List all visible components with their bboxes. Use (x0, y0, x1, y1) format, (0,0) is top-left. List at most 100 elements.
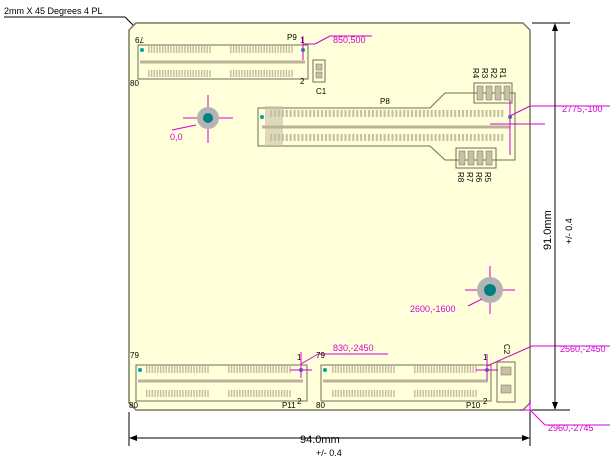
connector-pad (250, 390, 252, 397)
connector-pad (373, 366, 376, 373)
connector-pad (148, 366, 151, 373)
connector-pad (241, 366, 244, 373)
connector-pad (450, 390, 452, 397)
connector-p10: 79 80 1 2 P10 (316, 351, 492, 410)
connector-pad (348, 366, 351, 373)
connector-pad (320, 134, 324, 141)
p8-refdes: P8 (380, 97, 390, 106)
connector-pad (411, 110, 414, 117)
connector-pad (241, 46, 243, 53)
connector-pad (241, 70, 243, 77)
connector-pad (393, 366, 395, 373)
connector-pad (464, 390, 466, 397)
connector-pad (293, 110, 296, 117)
connector-pad (357, 390, 359, 397)
connector-pad (272, 366, 275, 373)
connector-pad (430, 366, 433, 373)
connector-pad (497, 134, 500, 141)
connector-pad (438, 110, 441, 117)
connector-pad (230, 70, 232, 77)
connector-pad (239, 366, 241, 373)
connector-pad (297, 110, 300, 117)
connector-pad (416, 390, 419, 397)
connector-pad (148, 70, 150, 77)
r2-refdes: R2 (489, 68, 498, 79)
connector-pad (171, 366, 173, 373)
connector-pad (203, 70, 206, 77)
connector-pad (461, 390, 463, 397)
connector-pad (382, 366, 384, 373)
connector-pad (348, 134, 351, 141)
connector-pad (324, 134, 327, 141)
connector-pad (182, 390, 184, 397)
connector-pad (414, 110, 418, 117)
mounting-hole-2: 2600,-1600 (410, 266, 515, 314)
connector-pad (184, 390, 187, 397)
connector-pad (425, 366, 427, 373)
connector-pad (273, 134, 277, 141)
connector-pad (207, 390, 209, 397)
connector-pad (176, 366, 179, 373)
connector-pad (289, 134, 292, 141)
connector-p11: 79 80 1 2 P11 (129, 351, 308, 410)
connector-pad (376, 390, 379, 397)
p9-refdes: P9 (287, 33, 297, 42)
connector-pad (289, 390, 291, 397)
r5-refdes: R5 (483, 172, 492, 183)
connector-pad (407, 134, 410, 141)
connector-pad (264, 366, 266, 373)
connector-pad (253, 390, 255, 397)
connector-pad (146, 390, 148, 397)
connector-pad (309, 134, 312, 141)
connector-pad (247, 366, 250, 373)
height-dimension-label: 91.0mm (542, 210, 554, 250)
connector-pad (184, 46, 186, 53)
connector-pad (171, 390, 173, 397)
connector-pad (446, 110, 449, 117)
width-dimension: 94.0mm +/- 0.4 (128, 412, 531, 458)
connector-pad (356, 134, 359, 141)
connector-pad (286, 366, 288, 373)
connector-pad (340, 134, 343, 141)
connector-pad (280, 390, 283, 397)
connector-pad (376, 366, 379, 373)
connector-pad (198, 70, 200, 77)
connector-pad (261, 366, 263, 373)
p10-pin1-marker (323, 368, 327, 372)
connector-pad (367, 110, 371, 117)
connector-pad (275, 390, 277, 397)
connector-pad (255, 390, 258, 397)
connector-pad (282, 70, 285, 77)
connector-pad (439, 366, 441, 373)
connector-pad (277, 46, 279, 53)
connector-pad (477, 110, 480, 117)
connector-pad (301, 134, 304, 141)
connector-pad (391, 134, 394, 141)
connector-pad (189, 70, 192, 77)
connector-pad (411, 134, 414, 141)
connector-pad (382, 390, 384, 397)
p11-pad-row-top (146, 366, 291, 373)
connector-pad (383, 110, 386, 117)
connector-pad (313, 110, 316, 117)
connector-pad (277, 110, 280, 117)
c2-refdes: C2 (502, 344, 511, 355)
resistors-r5-r8: R8 R7 R6 R5 (455, 147, 497, 183)
connector-pad (159, 70, 161, 77)
connector-pad (481, 134, 484, 141)
width-dimension-label: 94.0mm (300, 434, 340, 446)
connector-pad (204, 366, 206, 373)
connector-pad (422, 390, 424, 397)
connector-pad (489, 134, 492, 141)
connector-pad (439, 390, 441, 397)
connector-pad (209, 46, 211, 53)
connector-pad (430, 110, 433, 117)
connector-pad (455, 366, 458, 373)
connector-pad (233, 366, 236, 373)
callout-p9: 850,500 (302, 35, 372, 60)
connector-pad (148, 46, 150, 53)
connector-pad (407, 110, 410, 117)
connector-pad (246, 70, 249, 77)
connector-pad (328, 134, 331, 141)
connector-pad (390, 366, 392, 373)
